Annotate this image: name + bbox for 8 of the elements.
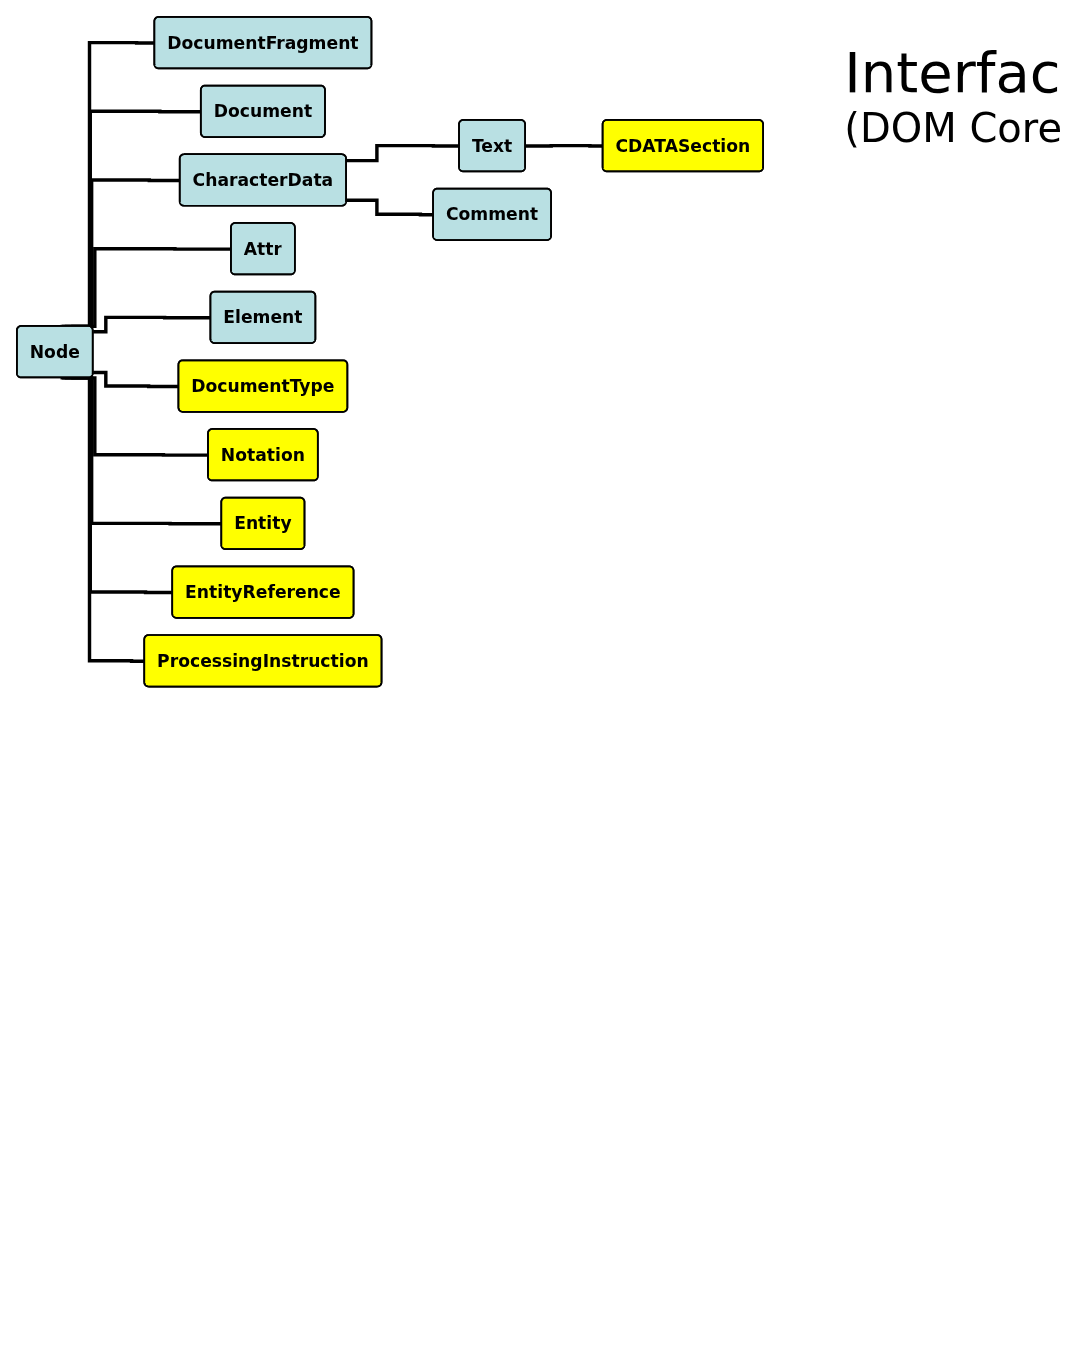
connector [525,143,603,148]
connector [60,376,145,663]
connector [93,370,179,389]
subtitle-text: (DOM Core [844,105,1062,151]
diagram-title: Interfac [844,40,1062,105]
connector [346,198,434,217]
connector [346,143,460,163]
connector [93,315,211,334]
